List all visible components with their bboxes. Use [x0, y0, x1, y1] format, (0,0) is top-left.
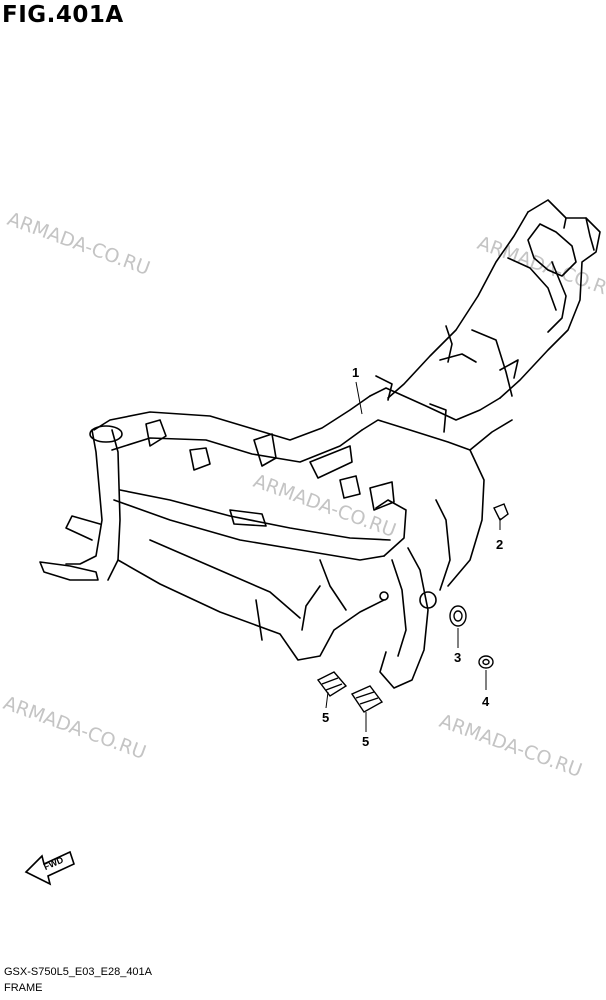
frame-brackets: [145, 325, 453, 527]
rear-subframe: [387, 199, 601, 399]
callout-5: 5: [322, 710, 330, 725]
fwd-arrow-icon: FWD: [24, 850, 75, 886]
callout-1: 1: [352, 365, 360, 380]
callout-4: 4: [482, 694, 490, 709]
callout-2: 2: [496, 537, 504, 552]
bushing-part-5b: [350, 685, 384, 713]
figure-name: FRAME: [4, 982, 43, 994]
figure-code: GSX-S750L5_E03_E28_401A: [4, 966, 153, 978]
bolt-part-2: [493, 503, 509, 522]
callout-5: 5: [362, 734, 370, 749]
cap-part-3: [449, 605, 467, 627]
steering-head: [39, 425, 123, 581]
lower-cradle: [117, 449, 485, 689]
bushing-part-5a: [316, 671, 348, 697]
figure-title: FIG.401A: [2, 2, 124, 28]
leader-lines: [325, 381, 501, 732]
callout-3: 3: [454, 650, 462, 665]
washer-part-4: [478, 655, 494, 669]
main-frame-rails: [93, 387, 513, 561]
small-parts: [316, 503, 509, 713]
